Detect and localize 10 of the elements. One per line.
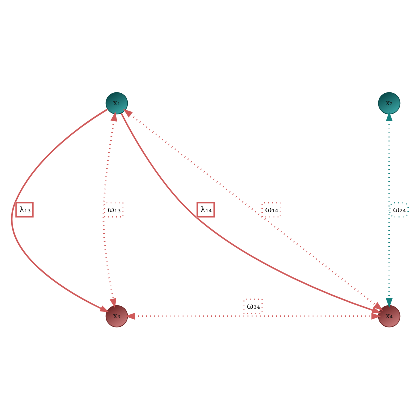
edge-label: λ₁₃	[18, 204, 30, 214]
arrow	[11, 108, 109, 313]
edge-label: ω₁₄	[264, 204, 278, 214]
arrow	[102, 112, 117, 308]
arrow	[386, 112, 392, 308]
edge-label: λ₁₄	[200, 204, 212, 214]
arrow	[124, 313, 381, 320]
edge-label: ω₂₄	[392, 204, 406, 214]
edge-label: ω₁₃	[107, 204, 121, 214]
edge-label: ω₃₄	[246, 301, 260, 312]
